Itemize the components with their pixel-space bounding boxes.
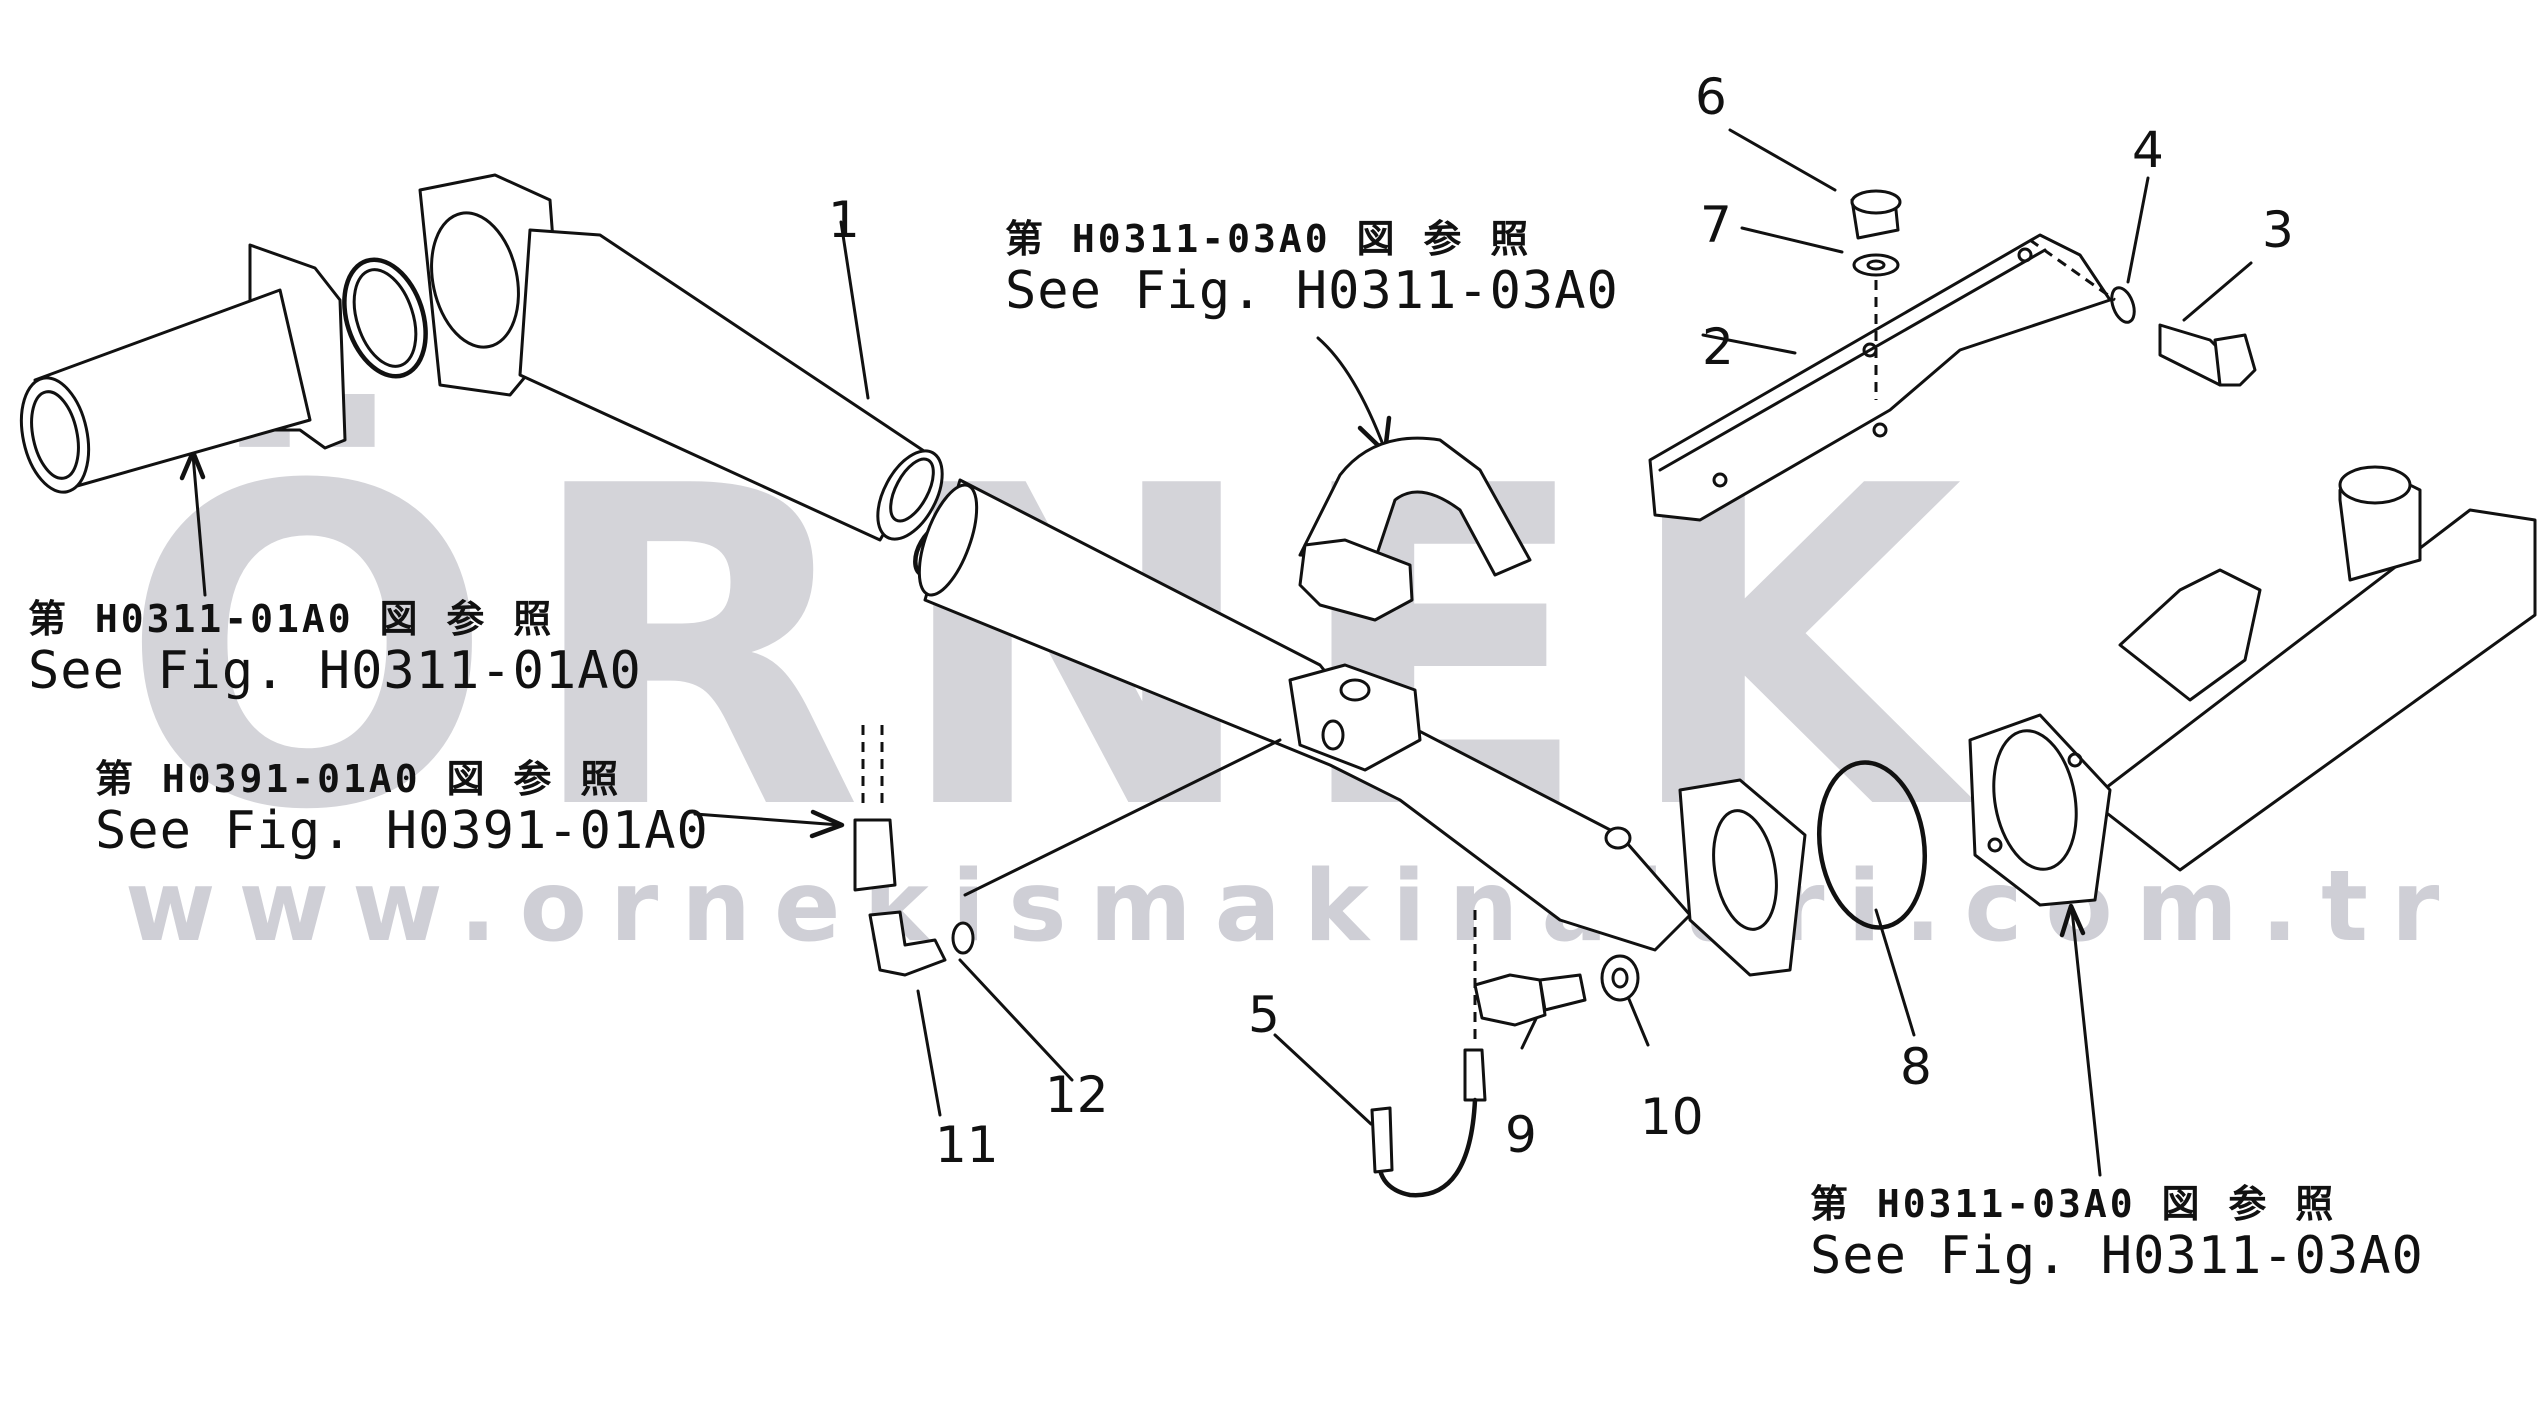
fitting-11-12 <box>853 725 1282 977</box>
hose-5 <box>1370 910 1487 1198</box>
part-number-7: 7 <box>1700 196 1732 254</box>
part-number-10: 10 <box>1640 1088 1704 1146</box>
part-number-3: 3 <box>2262 201 2294 259</box>
part-number-4: 4 <box>2132 121 2164 179</box>
part-number-12: 12 <box>1045 1066 1109 1124</box>
part-number-6: 6 <box>1695 68 1727 126</box>
nut-washer <box>1850 189 1902 400</box>
part-number-5: 5 <box>1248 986 1280 1044</box>
pipe-1 <box>418 173 957 578</box>
part-number-9: 9 <box>1505 1106 1537 1164</box>
part-number-8: 8 <box>1900 1038 1932 1096</box>
reference-top-center: 第 H0311-03A0 図 参 照 See Fig. H0311-03A0 <box>1005 217 1619 321</box>
reference-mid-left: 第 H0391-01A0 図 参 照 See Fig. H0391-01A0 <box>95 757 709 861</box>
washer-bolt <box>2029 238 2257 387</box>
upper-bent-pipe <box>1298 436 1532 622</box>
bracket-2 <box>1648 233 2112 522</box>
pipe-main <box>917 478 1807 977</box>
part-number-2: 2 <box>1702 318 1734 376</box>
part-number-11: 11 <box>935 1116 999 1174</box>
o-ring-8 <box>1816 760 1928 930</box>
part-number-1: 1 <box>828 191 860 249</box>
reference-bottom-right: 第 H0311-03A0 図 参 照 See Fig. H0311-03A0 <box>1810 1182 2424 1286</box>
left-pipe-assembly <box>19 243 428 494</box>
right-manifold <box>1968 465 2537 907</box>
bolt-9-washer-10 <box>1473 954 1640 1027</box>
reference-left: 第 H0311-01A0 図 参 照 See Fig. H0311-01A0 <box>28 597 642 701</box>
